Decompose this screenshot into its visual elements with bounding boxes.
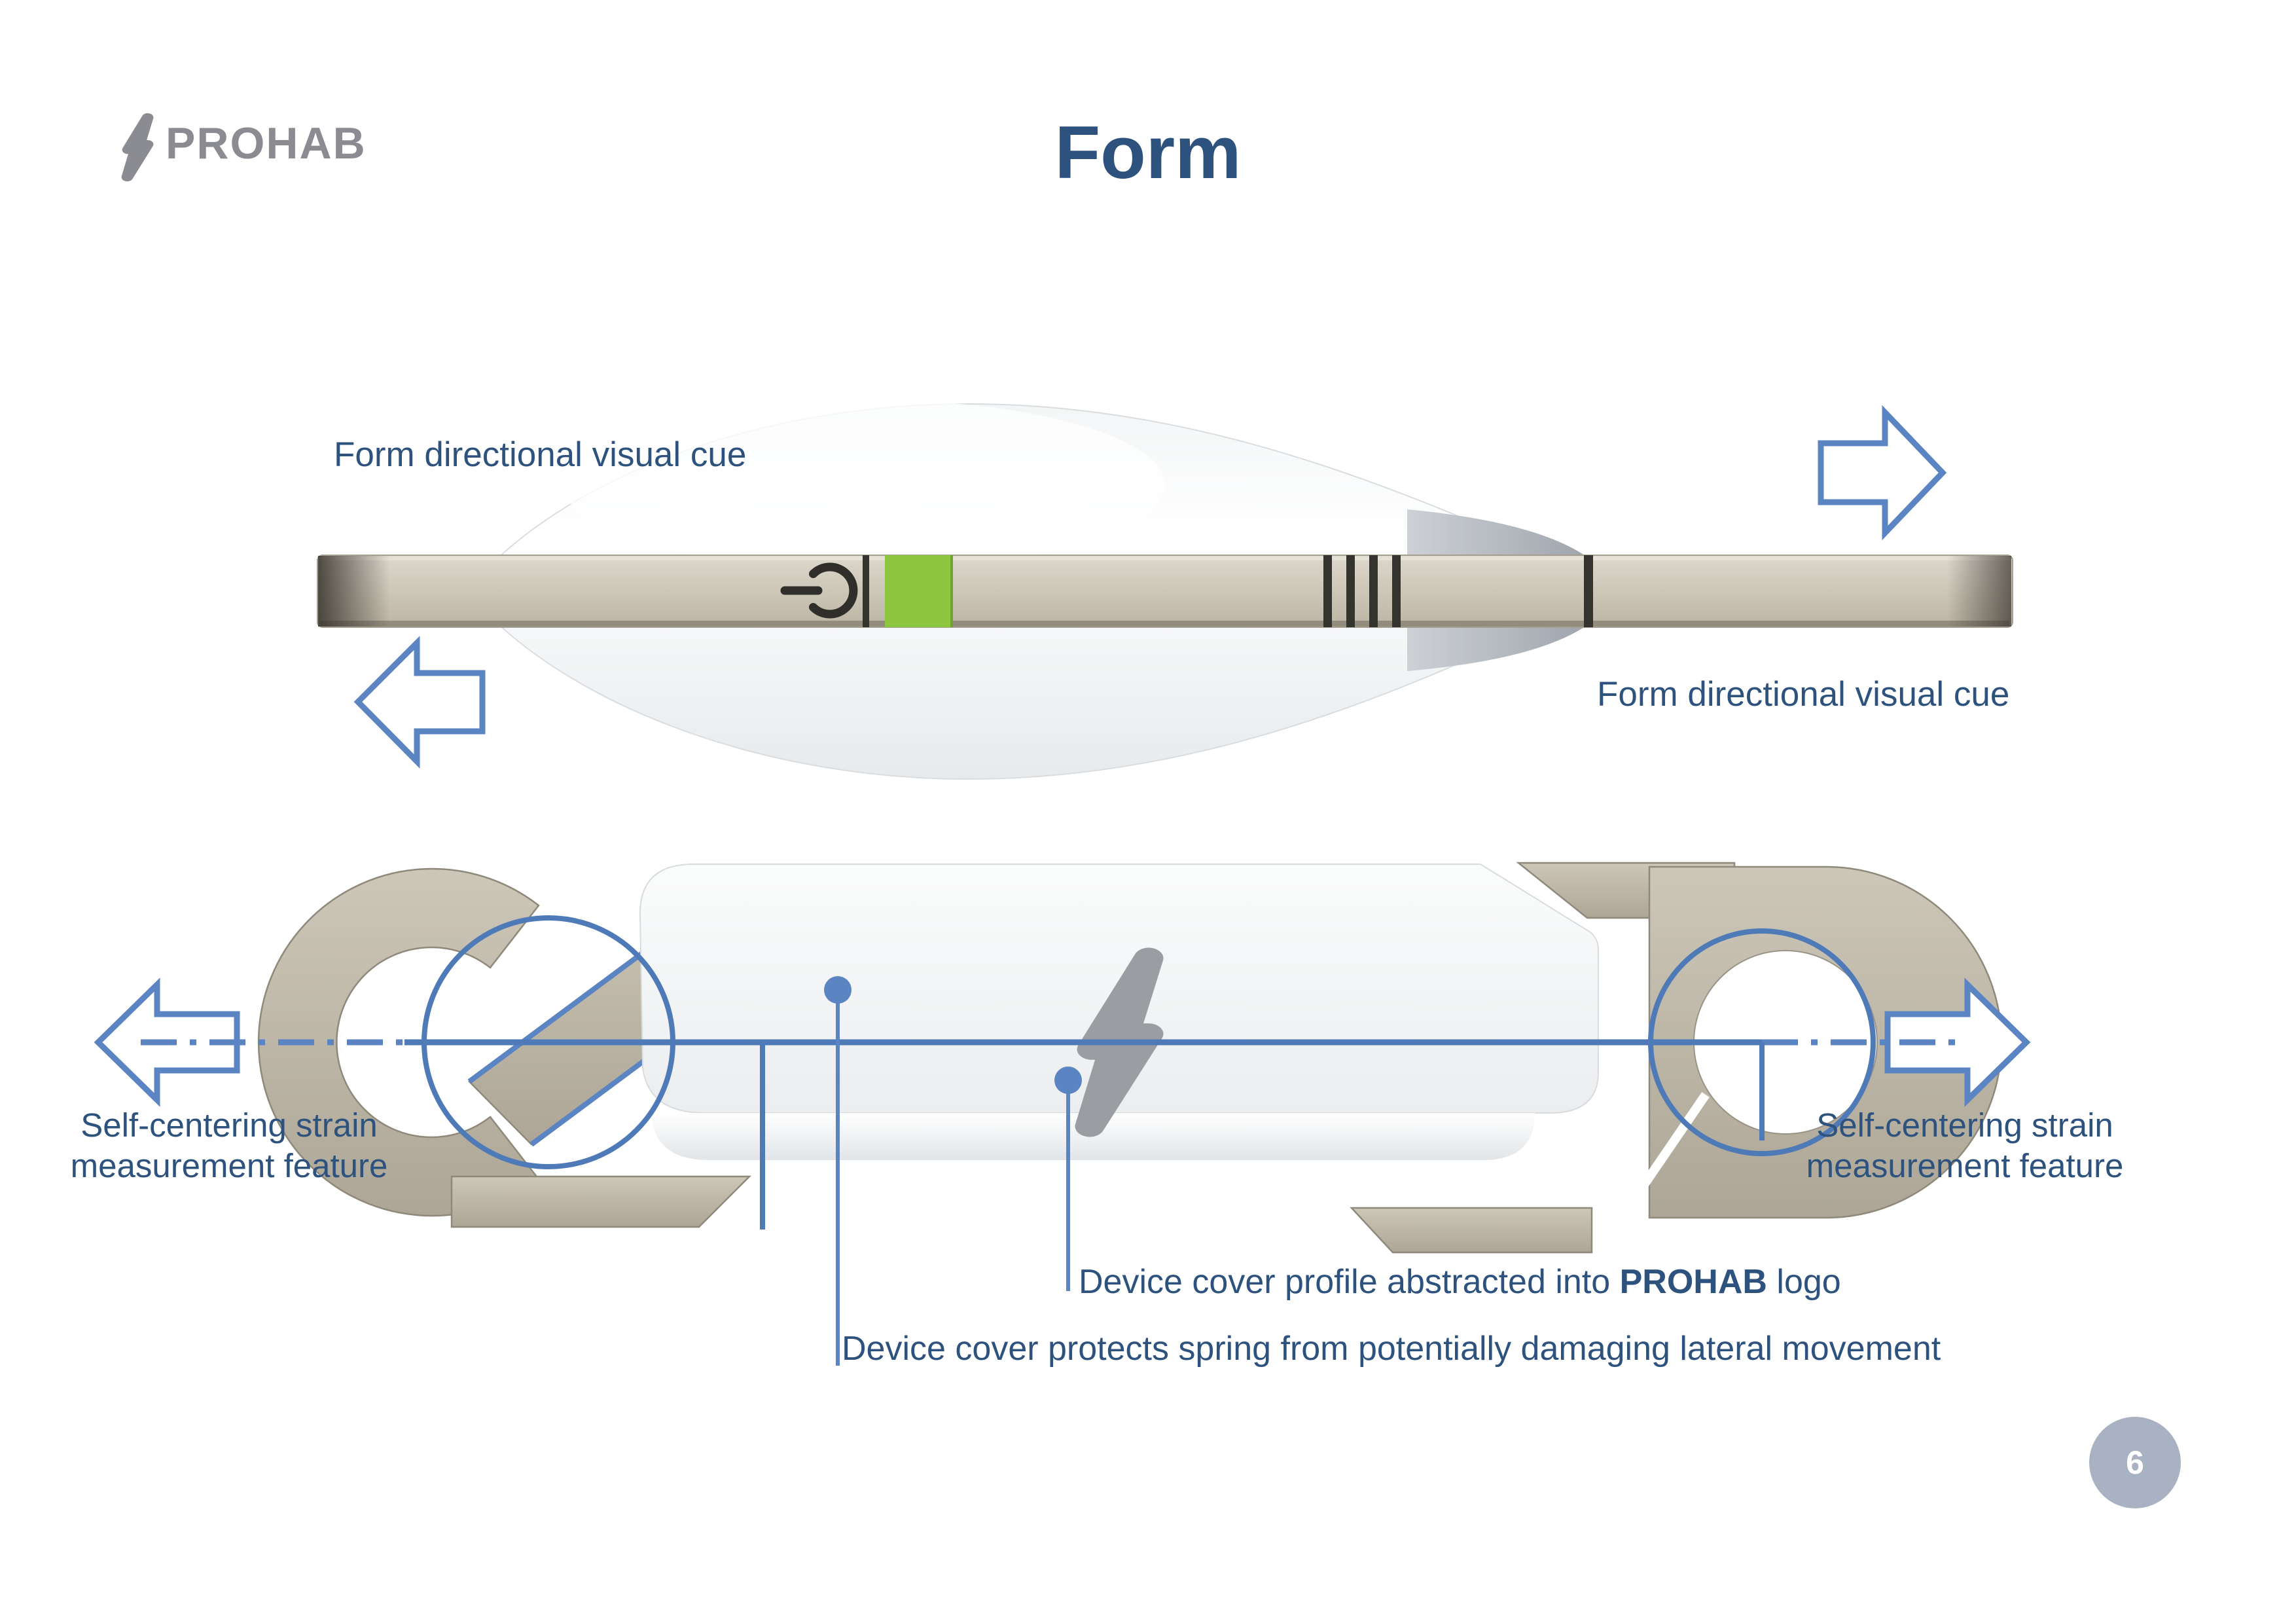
right-bottom-band	[1350, 1207, 1593, 1254]
label-line: Self-centering strain	[81, 1106, 378, 1144]
label-line: measurement feature	[70, 1147, 388, 1184]
strap	[317, 555, 2013, 628]
divider-slot	[863, 555, 869, 627]
label-segment: Device cover profile abstracted into	[1079, 1263, 1620, 1301]
strain-circle-right	[1648, 928, 1876, 1156]
label-cover-profile: Device cover profile abstracted into PRO…	[1079, 1262, 1841, 1302]
status-light-edge	[950, 555, 953, 627]
vent-slots	[1323, 555, 1593, 627]
callout-dot-bolt	[1054, 1067, 1082, 1094]
strap-top-highlight	[321, 556, 2009, 560]
strap-right-tip-shadow	[1947, 556, 2011, 627]
arrow-left-top-icon	[353, 636, 486, 769]
top-device-side-view	[317, 399, 2013, 780]
label-self-centering-left: Self-centering strain measurement featur…	[46, 1105, 412, 1186]
label-line: measurement feature	[1806, 1147, 2124, 1184]
strap-left-tip-shadow	[318, 556, 390, 627]
power-icon	[780, 562, 858, 619]
arrow-right-top-icon	[1818, 405, 1947, 541]
label-form-cue-left: Form directional visual cue	[334, 435, 747, 474]
left-foot-band	[450, 1175, 752, 1228]
arrow-right-bottom-icon	[1884, 977, 2031, 1107]
logo-wordmark: PROHAB	[166, 119, 367, 168]
callout-dot-cover	[824, 976, 852, 1004]
label-line: Self-centering strain	[1816, 1106, 2113, 1144]
strap-bottom-shadow	[321, 621, 2009, 627]
right-loop-slash	[1611, 1092, 1710, 1230]
page-number: 6	[2126, 1444, 2144, 1481]
device-body-highlight	[563, 399, 1165, 570]
annotation-graphics	[94, 405, 2031, 1366]
label-cover-protects: Device cover protects spring from potent…	[842, 1330, 1941, 1368]
bottom-device-top-view	[257, 862, 2003, 1254]
label-self-centering-right: Self-centering strain measurement featur…	[1782, 1105, 2148, 1186]
page-title: Form	[1054, 111, 1242, 194]
strain-circle-left	[422, 915, 675, 1169]
label-segment: logo	[1767, 1263, 1841, 1301]
label-brand-bold: PROHAB	[1619, 1263, 1767, 1301]
page-number-badge: 6	[2089, 1417, 2181, 1508]
status-light	[885, 555, 952, 627]
label-form-cue-right: Form directional visual cue	[1597, 675, 2010, 714]
